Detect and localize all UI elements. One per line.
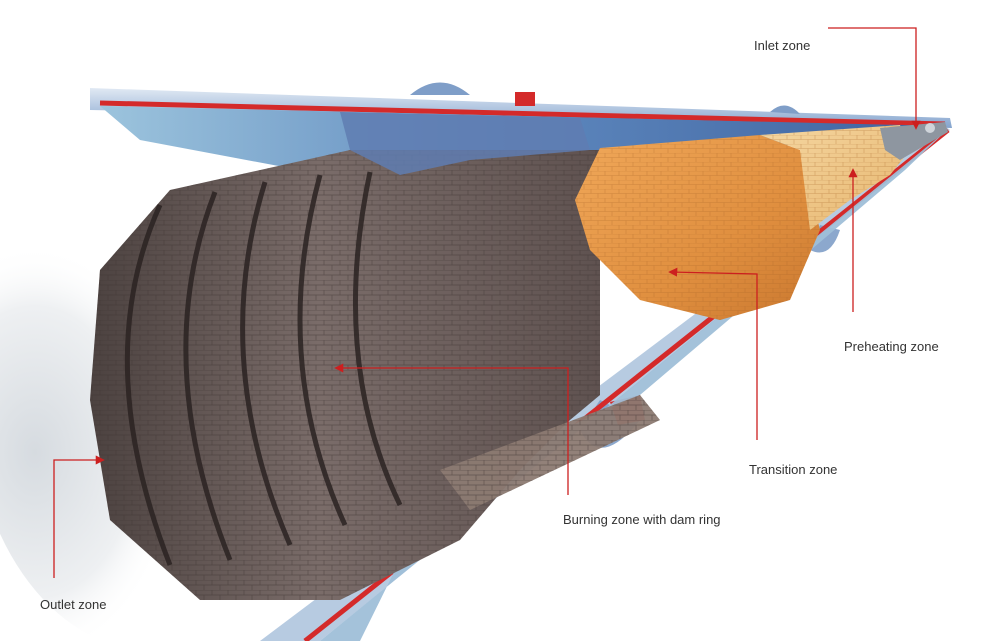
burning-leader xyxy=(334,363,569,495)
transition-zone-label: Transition zone xyxy=(749,462,838,477)
burning-zone-lining xyxy=(90,150,600,600)
brick-step-courses xyxy=(340,112,660,510)
annotation-leaders xyxy=(53,27,921,578)
preheating-zone-lining xyxy=(760,125,910,230)
inlet-end xyxy=(880,122,948,160)
inlet-leader xyxy=(828,27,921,130)
burning-zone-label: Burning zone with dam ring xyxy=(563,512,721,527)
outlet-zone-label: Outlet zone xyxy=(40,597,107,612)
transition-leader xyxy=(668,267,758,440)
transition-zone-lining xyxy=(575,135,820,320)
outlet-leader xyxy=(53,455,105,578)
inlet-zone-label: Inlet zone xyxy=(754,38,811,53)
preheating-zone-label: Preheating zone xyxy=(844,339,939,354)
